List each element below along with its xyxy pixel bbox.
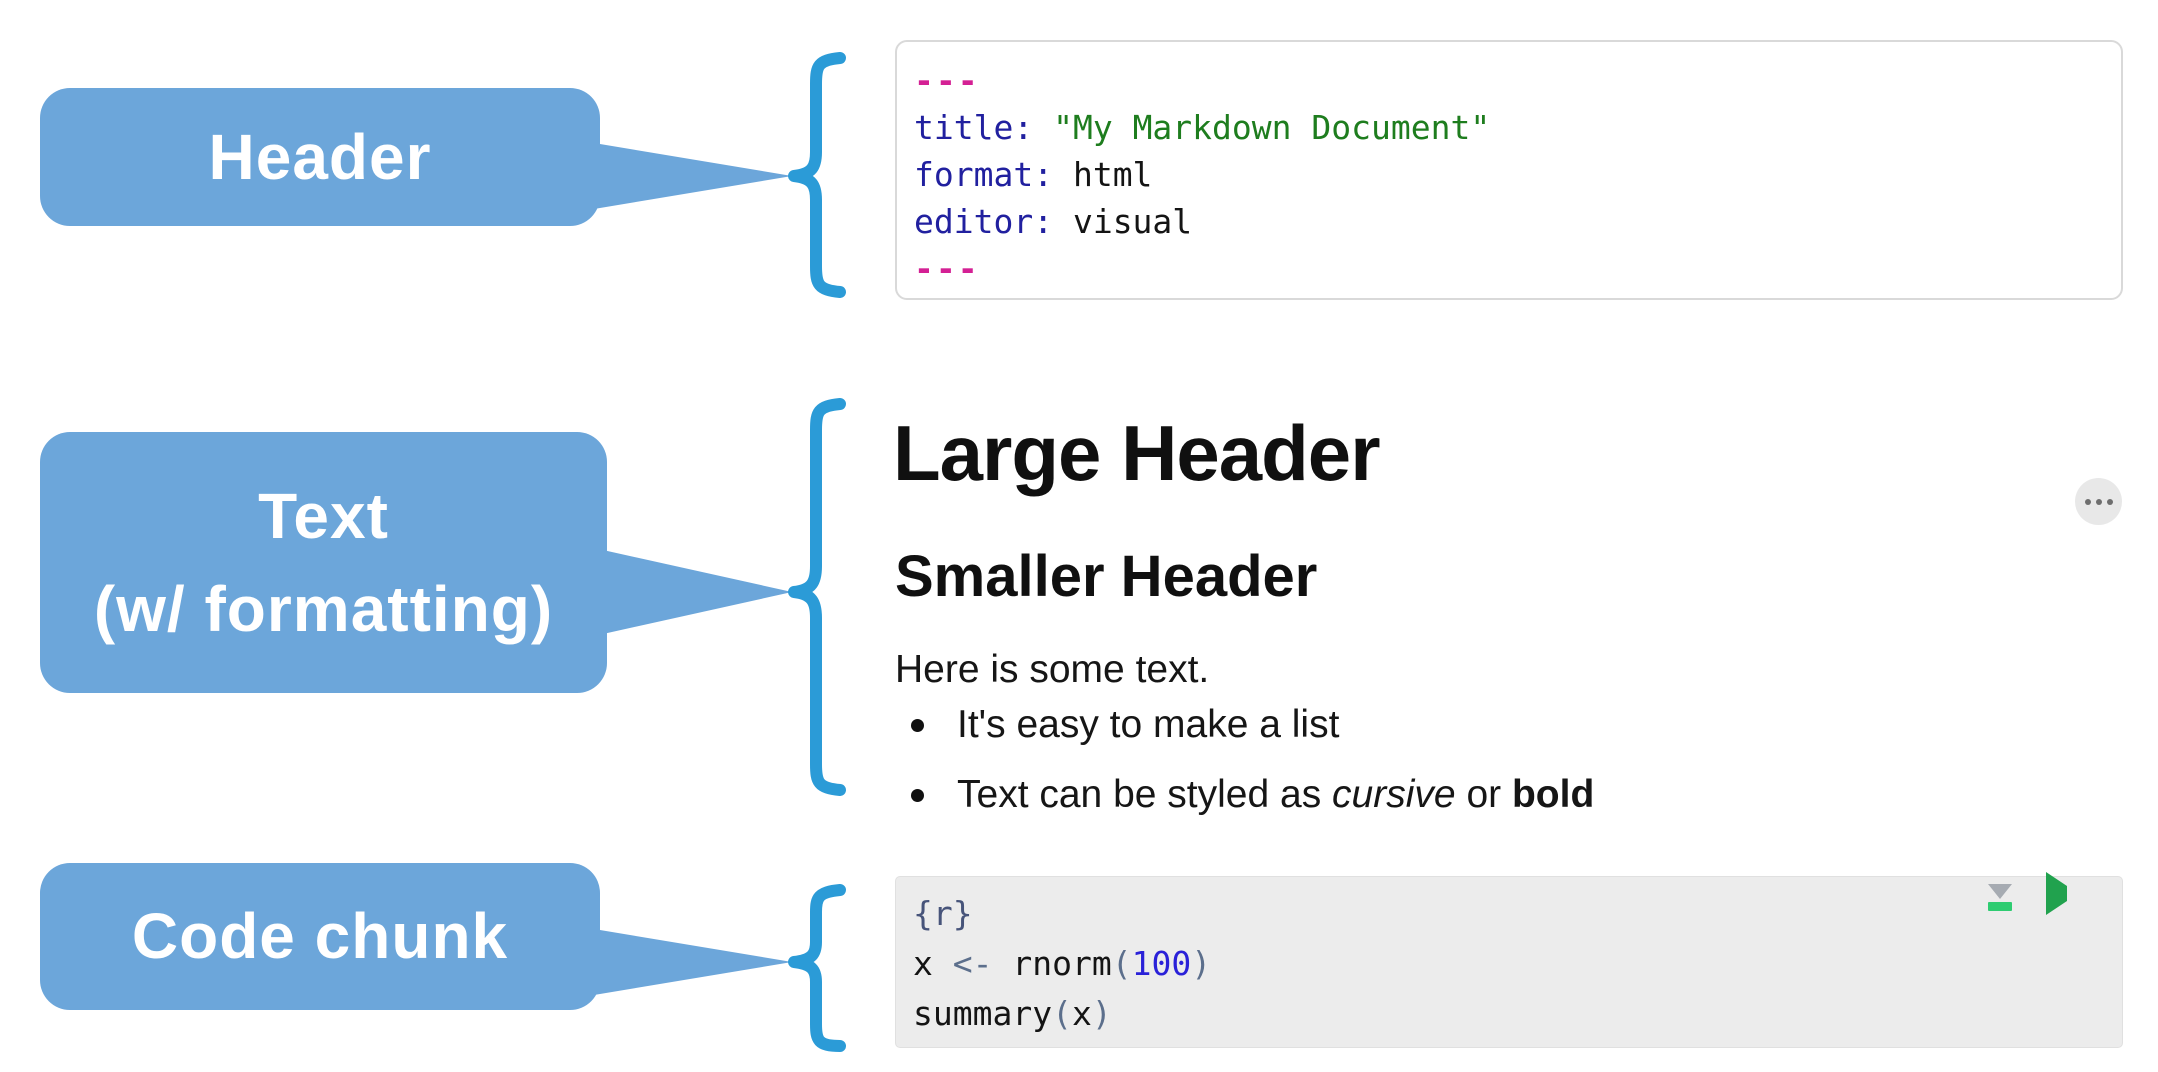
curly-brace-header-icon: [788, 52, 846, 298]
callout-bubble-header: Header: [40, 88, 600, 226]
run-chunk-button[interactable]: [2046, 872, 2067, 915]
play-icon: [2046, 872, 2067, 915]
callout-header-pointer: [588, 142, 792, 210]
italic-text: cursive: [1332, 773, 1456, 816]
document-h2: Smaller Header: [895, 544, 1318, 610]
run-all-chunks-above-button[interactable]: [1988, 884, 2012, 911]
callout-code-chunk-pointer: [588, 928, 792, 996]
callout-text-pointer: [594, 548, 792, 636]
yaml-editor-line: editor: visual: [914, 202, 1193, 241]
chunk-toolbar: [1988, 872, 2067, 915]
yaml-title-line: title: "My Markdown Document": [914, 108, 1491, 147]
curly-brace-text-icon: [788, 398, 846, 796]
list-item-text: Text can be styled as cursive or bold: [957, 773, 1595, 816]
bullet-marker: [911, 719, 924, 732]
more-options-button[interactable]: [2075, 478, 2122, 525]
run-all-chunks-above-icon: [1988, 884, 2012, 899]
yaml-delimiter-bottom: ---: [914, 249, 980, 288]
code-chunk-block: {r} x <- rnorm(100) summary(x): [895, 876, 2123, 1048]
list-item: Text can be styled as cursive or bold: [911, 772, 1594, 819]
callout-text-label-line1: Text: [258, 479, 389, 552]
yaml-format-line: format: html: [914, 155, 1153, 194]
list-item-text: It's easy to make a list: [957, 703, 1340, 746]
callout-code-chunk-label: Code chunk: [131, 900, 509, 973]
ellipsis-icon: [2084, 498, 2091, 505]
chunk-header-line: {r}: [913, 894, 973, 933]
callout-text-label-line2: (w/ formatting): [93, 572, 554, 645]
callout-header-label: Header: [208, 120, 432, 193]
bullet-marker: [911, 789, 924, 802]
callout-bubble-text: Text (w/ formatting): [40, 432, 607, 693]
bold-text: bold: [1511, 773, 1595, 816]
list-item: It's easy to make a list: [911, 702, 1339, 749]
ellipsis-icon: [2106, 498, 2113, 505]
ellipsis-icon: [2095, 498, 2102, 505]
yaml-front-matter-block: --- title: "My Markdown Document" format…: [895, 40, 2123, 300]
chunk-code-line: x <- rnorm(100): [913, 944, 1212, 983]
document-paragraph: Here is some text.: [895, 648, 1210, 691]
run-all-chunks-above-icon: [1988, 902, 2012, 911]
curly-brace-code-chunk-icon: [788, 884, 846, 1052]
yaml-delimiter-top: ---: [914, 61, 980, 100]
document-h1: Large Header: [893, 409, 1381, 498]
callout-bubble-code-chunk: Code chunk: [40, 863, 600, 1010]
chunk-code-line: summary(x): [913, 994, 1112, 1033]
